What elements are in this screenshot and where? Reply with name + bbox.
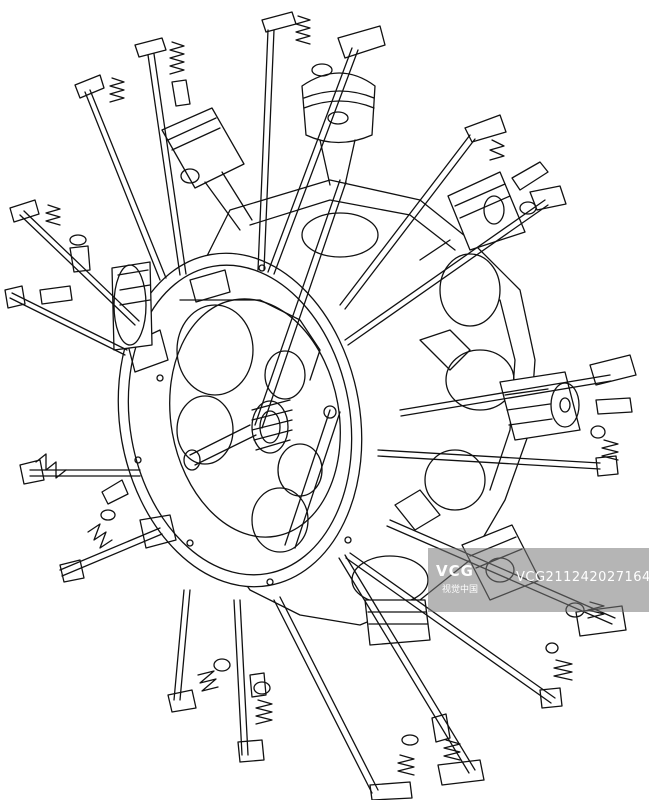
valve-springs [35,15,619,776]
pushrods [9,29,616,794]
watermark-id: VCG211242027164 [516,570,649,585]
inner-bores [176,299,323,553]
piston-bottom [364,599,431,646]
piston-right-upper [419,171,526,261]
watermark-logo-text: VCG [436,562,474,580]
watermark-sub-text: 视觉中国 [442,585,479,595]
watermark: VCG 视觉中国 VCG211242027164 [428,548,649,612]
connecting-rods [254,179,347,549]
watermark-logo: VCG 视觉中国 [436,554,500,606]
spark-plugs [39,79,633,743]
rocker-caps [4,11,637,801]
crankshaft-hub [183,399,337,471]
piston-upper-left [161,107,253,231]
piston-left [111,261,153,351]
piston-top [301,72,376,186]
